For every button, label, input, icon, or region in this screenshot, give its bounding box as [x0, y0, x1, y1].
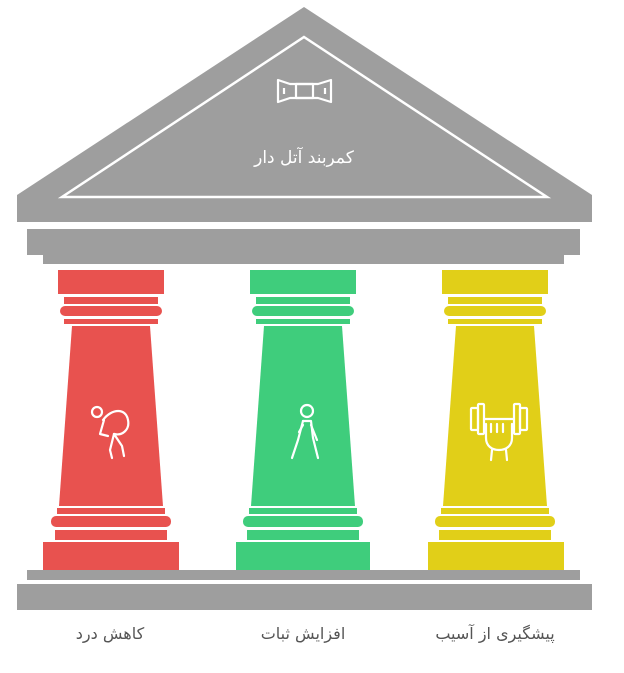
pillar-shaft	[59, 326, 163, 506]
pillar-capital	[58, 270, 164, 294]
roof: کمربند آتل دار	[17, 7, 592, 222]
pillar-label-pain-reduction: کاهش درد	[75, 624, 145, 643]
stretching-person-icon	[90, 405, 130, 460]
roof-title: کمربند آتل دار	[253, 146, 355, 168]
base-step-top	[27, 570, 580, 580]
pillar-plinth	[428, 542, 564, 570]
hand-dumbbell-icon	[469, 402, 529, 462]
entablature-ledge	[43, 255, 564, 264]
pillar-plinth	[236, 542, 370, 570]
pillar-label-injury-prevention: پیشگیری از آسیب	[435, 624, 555, 643]
roof-pediment	[17, 7, 592, 222]
pillar-plinth	[43, 542, 179, 570]
roof-inner-outline	[57, 35, 552, 199]
pillar-capital	[442, 270, 548, 294]
entablature	[27, 229, 580, 255]
pillar-shaft	[443, 326, 547, 506]
pillar-pain-reduction	[43, 270, 179, 570]
pillar-label-stability-increase: افزایش ثبات	[260, 624, 346, 643]
base-step-bottom	[17, 584, 592, 610]
pillar-injury-prevention	[428, 270, 564, 570]
pillar-capital	[250, 270, 356, 294]
belt-icon	[276, 78, 333, 104]
walking-person-icon	[290, 403, 320, 460]
